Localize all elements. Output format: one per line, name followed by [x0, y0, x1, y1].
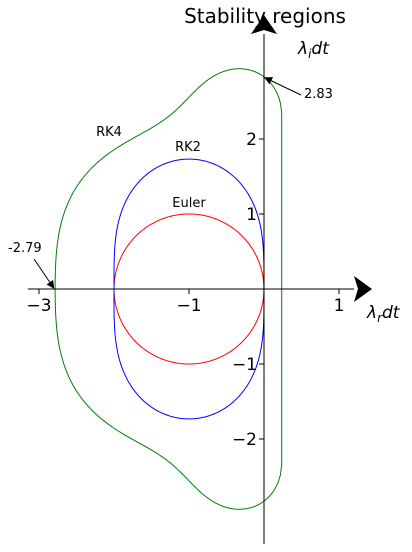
y-tick-label: −1 — [232, 355, 257, 375]
x-axis-label: λrdt — [366, 303, 401, 325]
annotation-left-label: -2.79 — [8, 241, 42, 256]
x-tick-label: −1 — [176, 296, 201, 316]
x-tick-label: 1 — [334, 296, 345, 316]
x-axis-arrowhead — [354, 276, 372, 302]
y-tick-label: 1 — [246, 205, 257, 225]
y-axis-arrowhead — [251, 15, 277, 34]
rk2-label: RK2 — [175, 140, 201, 155]
y-tick-label: −2 — [232, 430, 257, 450]
y-tick-label: 2 — [246, 130, 257, 150]
rk4-label: RK4 — [96, 125, 122, 140]
rk2-curve — [113, 158, 265, 420]
euler-label: Euler — [172, 196, 206, 211]
annotation-top-label: 2.83 — [304, 87, 333, 102]
x-tick-label: −3 — [26, 296, 51, 316]
y-axis-label: λidt — [297, 39, 330, 61]
annotation-arrow-left — [33, 258, 55, 289]
annotation-arrow-top — [264, 77, 302, 96]
